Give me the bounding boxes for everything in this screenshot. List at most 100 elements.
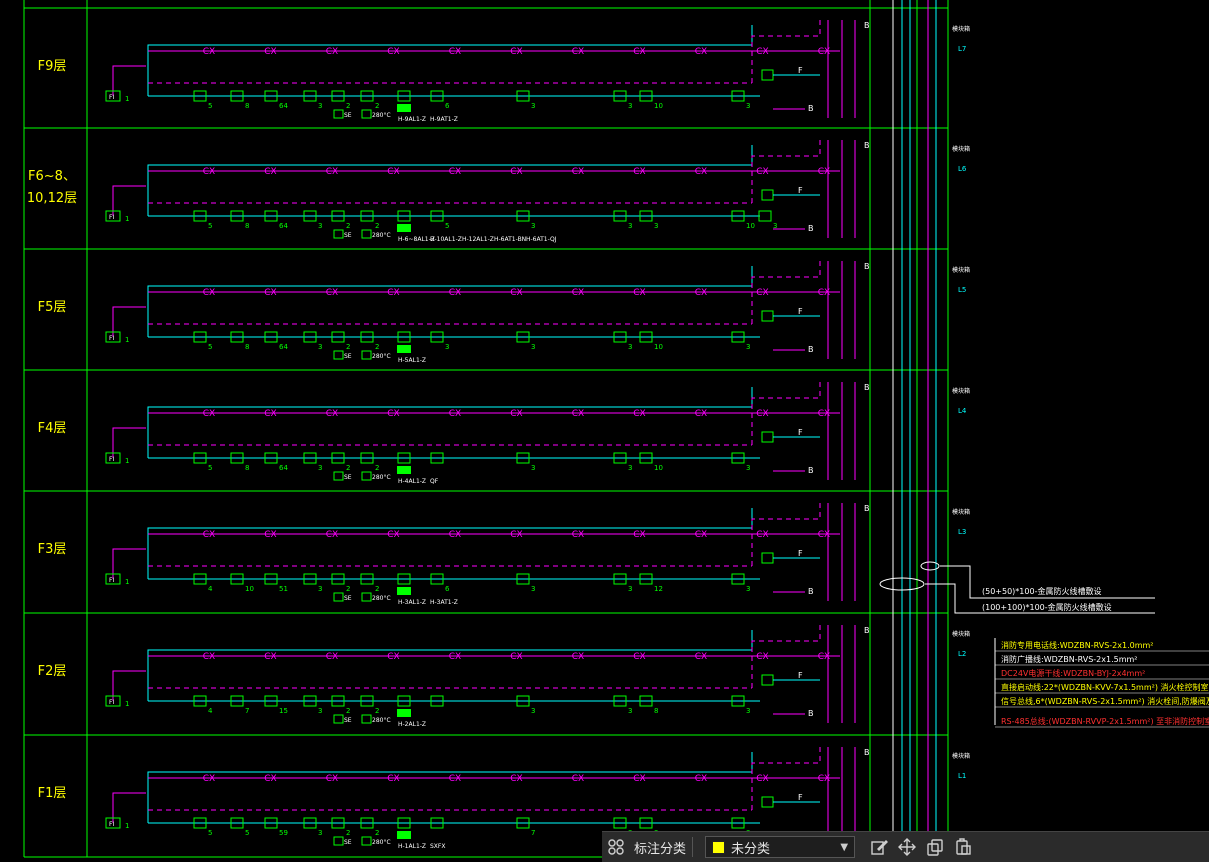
cx-label: CX [264, 167, 276, 177]
fi-label: FI [109, 577, 114, 584]
dashed-riser [751, 746, 821, 810]
cx-label: CX [756, 288, 768, 298]
device-count: 2 [346, 464, 350, 472]
f-label: F [798, 671, 803, 680]
device-count: 4 [208, 707, 213, 715]
fi-box [105, 210, 121, 222]
legend-item: 直接启动线:22*(WDZBN-KVV-7x1.5mm²) 消火栓控制室 [1001, 682, 1209, 692]
device-count: 3 [628, 585, 632, 593]
device-count: 59 [279, 829, 288, 837]
cx-label: CX [203, 167, 215, 177]
device-symbol [430, 817, 444, 829]
device-count: 3 [773, 222, 777, 230]
cable-legend: 消防专用电话线:WDZBN-RVS-2x1.0mm²消防广播线:WDZBN-RV… [994, 638, 1209, 728]
device-count: 3 [531, 707, 535, 715]
cx-label: CX [818, 652, 830, 662]
cx-label: CX [326, 409, 338, 419]
device-symbol [303, 573, 317, 585]
device-symbol [731, 452, 745, 464]
cx-label: CX [264, 530, 276, 540]
phone-symbol [761, 552, 774, 564]
paste-icon[interactable] [949, 833, 977, 861]
cx-label: CX [633, 774, 645, 784]
cx-label: CX [387, 288, 399, 298]
module-code: L7 [958, 45, 966, 53]
grid-icon[interactable] [602, 833, 630, 861]
device-count: 64 [279, 343, 288, 351]
f-label: F [798, 428, 803, 437]
device-count: 15 [279, 707, 288, 715]
device-symbol [303, 331, 317, 343]
cx-label: CX [510, 530, 522, 540]
b-label: B [808, 587, 814, 596]
box-label: H-12AL1-Z [462, 236, 494, 243]
fi-count: 1 [125, 578, 129, 586]
fi-box [105, 331, 121, 343]
module-code: L3 [958, 528, 966, 536]
device-count: 8 [245, 464, 249, 472]
dashed-riser [751, 260, 821, 324]
edit-icon[interactable] [865, 833, 893, 861]
device-symbol [264, 573, 278, 585]
heat-detector [361, 714, 372, 724]
device-count: 3 [628, 707, 632, 715]
device-count: 5 [245, 829, 249, 837]
fi-box [105, 573, 121, 585]
fi-count: 1 [125, 700, 129, 708]
floor-label: F6~8、 [28, 169, 76, 184]
dashed-riser [751, 19, 821, 83]
distribution-box [397, 709, 411, 717]
device-symbol [264, 817, 278, 829]
device-symbol [331, 90, 345, 102]
b-top-label: B [864, 383, 870, 392]
device-count: 51 [279, 585, 288, 593]
layer-dropdown[interactable]: 未分类 ▼ [705, 836, 856, 858]
device-count: 3 [654, 222, 658, 230]
detector-label: SE [344, 717, 352, 724]
device-symbol [264, 210, 278, 222]
move-icon[interactable] [893, 833, 921, 861]
cx-label: CX [510, 409, 522, 419]
device-symbol [331, 452, 345, 464]
detector-label: SE [344, 474, 352, 481]
b-top-label: B [864, 626, 870, 635]
floor-label: F5层 [38, 300, 67, 315]
cx-label: CX [326, 652, 338, 662]
b-top-label: B [864, 141, 870, 150]
trunk-annotations: (50+50)*100-金属防火线槽敷设(100+100)*100-金属防火线槽… [879, 561, 1155, 614]
distribution-box [397, 104, 411, 112]
dashed-riser [751, 502, 821, 566]
device-count: 10 [654, 464, 663, 472]
cx-label: CX [203, 530, 215, 540]
device-count: 5 [208, 829, 212, 837]
box-label: H-6~8AL1-Z [398, 236, 435, 243]
floor-label: F4层 [38, 421, 67, 436]
fi-label: FI [109, 94, 114, 101]
module-code: L1 [958, 772, 966, 780]
device-count: 3 [746, 585, 750, 593]
module-label: 模块箱 [952, 25, 970, 33]
device-symbol [193, 90, 207, 102]
box-label: QF [430, 478, 439, 485]
floor-label: F3层 [38, 542, 67, 557]
cx-label: CX [326, 288, 338, 298]
cx-label: CX [756, 167, 768, 177]
device-symbol [639, 210, 653, 222]
device-symbol [430, 573, 444, 585]
device-symbol [230, 210, 244, 222]
device-count: 3 [318, 464, 322, 472]
trunk-marker [920, 561, 940, 571]
fi-count: 1 [125, 822, 129, 830]
module-label: 模块箱 [952, 630, 970, 638]
fi-feeder [112, 670, 146, 701]
device-symbol [230, 90, 244, 102]
fi-count: 1 [125, 95, 129, 103]
legend-item: DC24V电源干线:WDZBN-BYJ-2x4mm² [1001, 668, 1145, 678]
device-symbol [397, 817, 411, 829]
copy-icon[interactable] [921, 833, 949, 861]
box-label: H-3AT1-Z [430, 599, 458, 606]
device-count: 3 [628, 343, 632, 351]
